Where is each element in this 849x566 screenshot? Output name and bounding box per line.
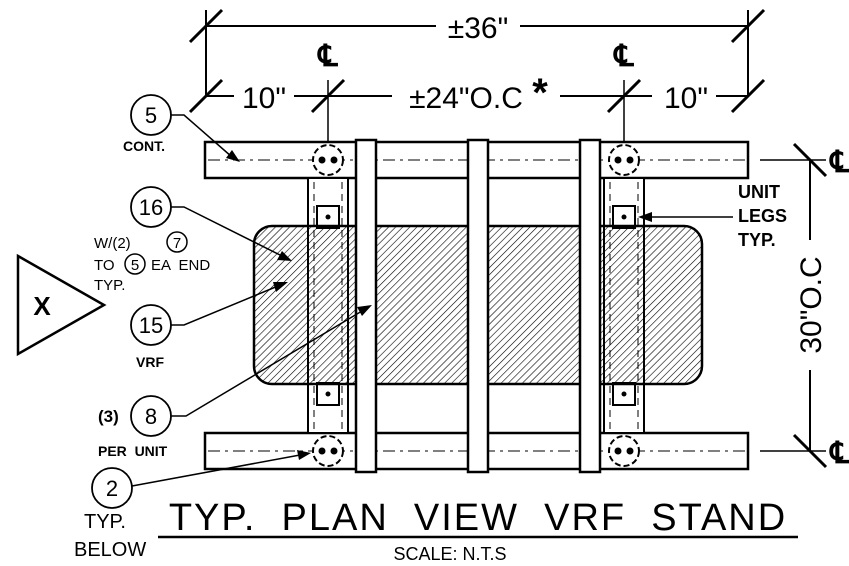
- unit-legs-line1: UNIT: [738, 182, 780, 202]
- strap-center: [466, 138, 490, 474]
- callout-8-qty: (3): [98, 407, 119, 426]
- callout-15-note: VRF: [136, 354, 164, 370]
- section-marker-x: X: [16, 253, 107, 357]
- callout-2-note-typ: TYP.: [84, 511, 126, 533]
- centerline-bottom-right-mark: ℄: [828, 437, 849, 470]
- callout-16-note-line2-suffix: EA END: [151, 257, 210, 274]
- callout-2: 2 TYP. BELOW: [74, 450, 311, 561]
- connection-bottom-left: [312, 435, 344, 467]
- drawing-scale: SCALE: N.T.S: [393, 544, 506, 564]
- unit-legs-callout: UNIT LEGS TYP.: [638, 182, 787, 250]
- callout-2-note-below: BELOW: [74, 539, 146, 561]
- depth-dimension: ℄ ℄ 30"O.C: [760, 142, 849, 470]
- callout-5-number: 5: [145, 103, 157, 128]
- unit-legs-line3: TYP.: [738, 230, 776, 250]
- unit-legs: [316, 205, 636, 406]
- callout-16-note-line2-circle: 5: [131, 257, 139, 274]
- overall-width-dimension: ±36": [188, 8, 766, 96]
- center-spacing-asterisk: *: [532, 71, 548, 115]
- centerline-top-right-mark: ℄: [828, 146, 849, 179]
- callout-5: 5 CONT.: [123, 94, 240, 162]
- centerline-marks-top: ℄ ℄: [316, 40, 634, 73]
- overall-width-label: ±36": [448, 12, 508, 45]
- bolted-connections: [312, 144, 640, 467]
- callout-5-note: CONT.: [123, 138, 165, 154]
- centerline-left-mark: ℄: [316, 40, 338, 73]
- callout-16-note-line2-prefix: TO: [94, 257, 115, 274]
- callout-16-note-line1-prefix: W/(2): [94, 235, 131, 252]
- strap-right: [578, 138, 602, 474]
- drawing-title: TYP. PLAN VIEW VRF STAND: [169, 497, 787, 539]
- sub-dimension-row: 10" ±24"O.C * 10": [188, 71, 766, 148]
- callout-8-number: 8: [145, 404, 157, 429]
- callout-16-note-line1-circle: 7: [173, 235, 181, 252]
- drawing-title-block: TYP. PLAN VIEW VRF STAND SCALE: N.T.S: [158, 497, 798, 564]
- center-spacing-label: ±24"O.C: [409, 82, 523, 115]
- callout-15: 15 VRF: [130, 282, 288, 370]
- callout-8: (3) 8 PER UNIT: [98, 305, 372, 459]
- centerline-right-mark: ℄: [612, 40, 634, 73]
- connection-bottom-right: [608, 435, 640, 467]
- right-offset-label: 10": [664, 82, 708, 115]
- left-offset-label: 10": [242, 82, 286, 115]
- callout-8-note: PER UNIT: [98, 443, 168, 459]
- section-marker-label: X: [33, 291, 51, 321]
- depth-label: 30"O.C: [795, 256, 828, 353]
- connection-top-left: [312, 144, 344, 176]
- callout-16-number: 16: [139, 195, 163, 220]
- unit-straps: [354, 138, 602, 474]
- connection-top-right: [608, 144, 640, 176]
- callout-15-number: 15: [139, 313, 163, 338]
- unit-legs-line2: LEGS: [738, 206, 787, 226]
- callout-16-note-line3: TYP.: [94, 277, 125, 294]
- callout-2-number: 2: [106, 476, 118, 501]
- callout-16: 16 W/(2) 7 TO 5 EA END TYP.: [94, 186, 292, 294]
